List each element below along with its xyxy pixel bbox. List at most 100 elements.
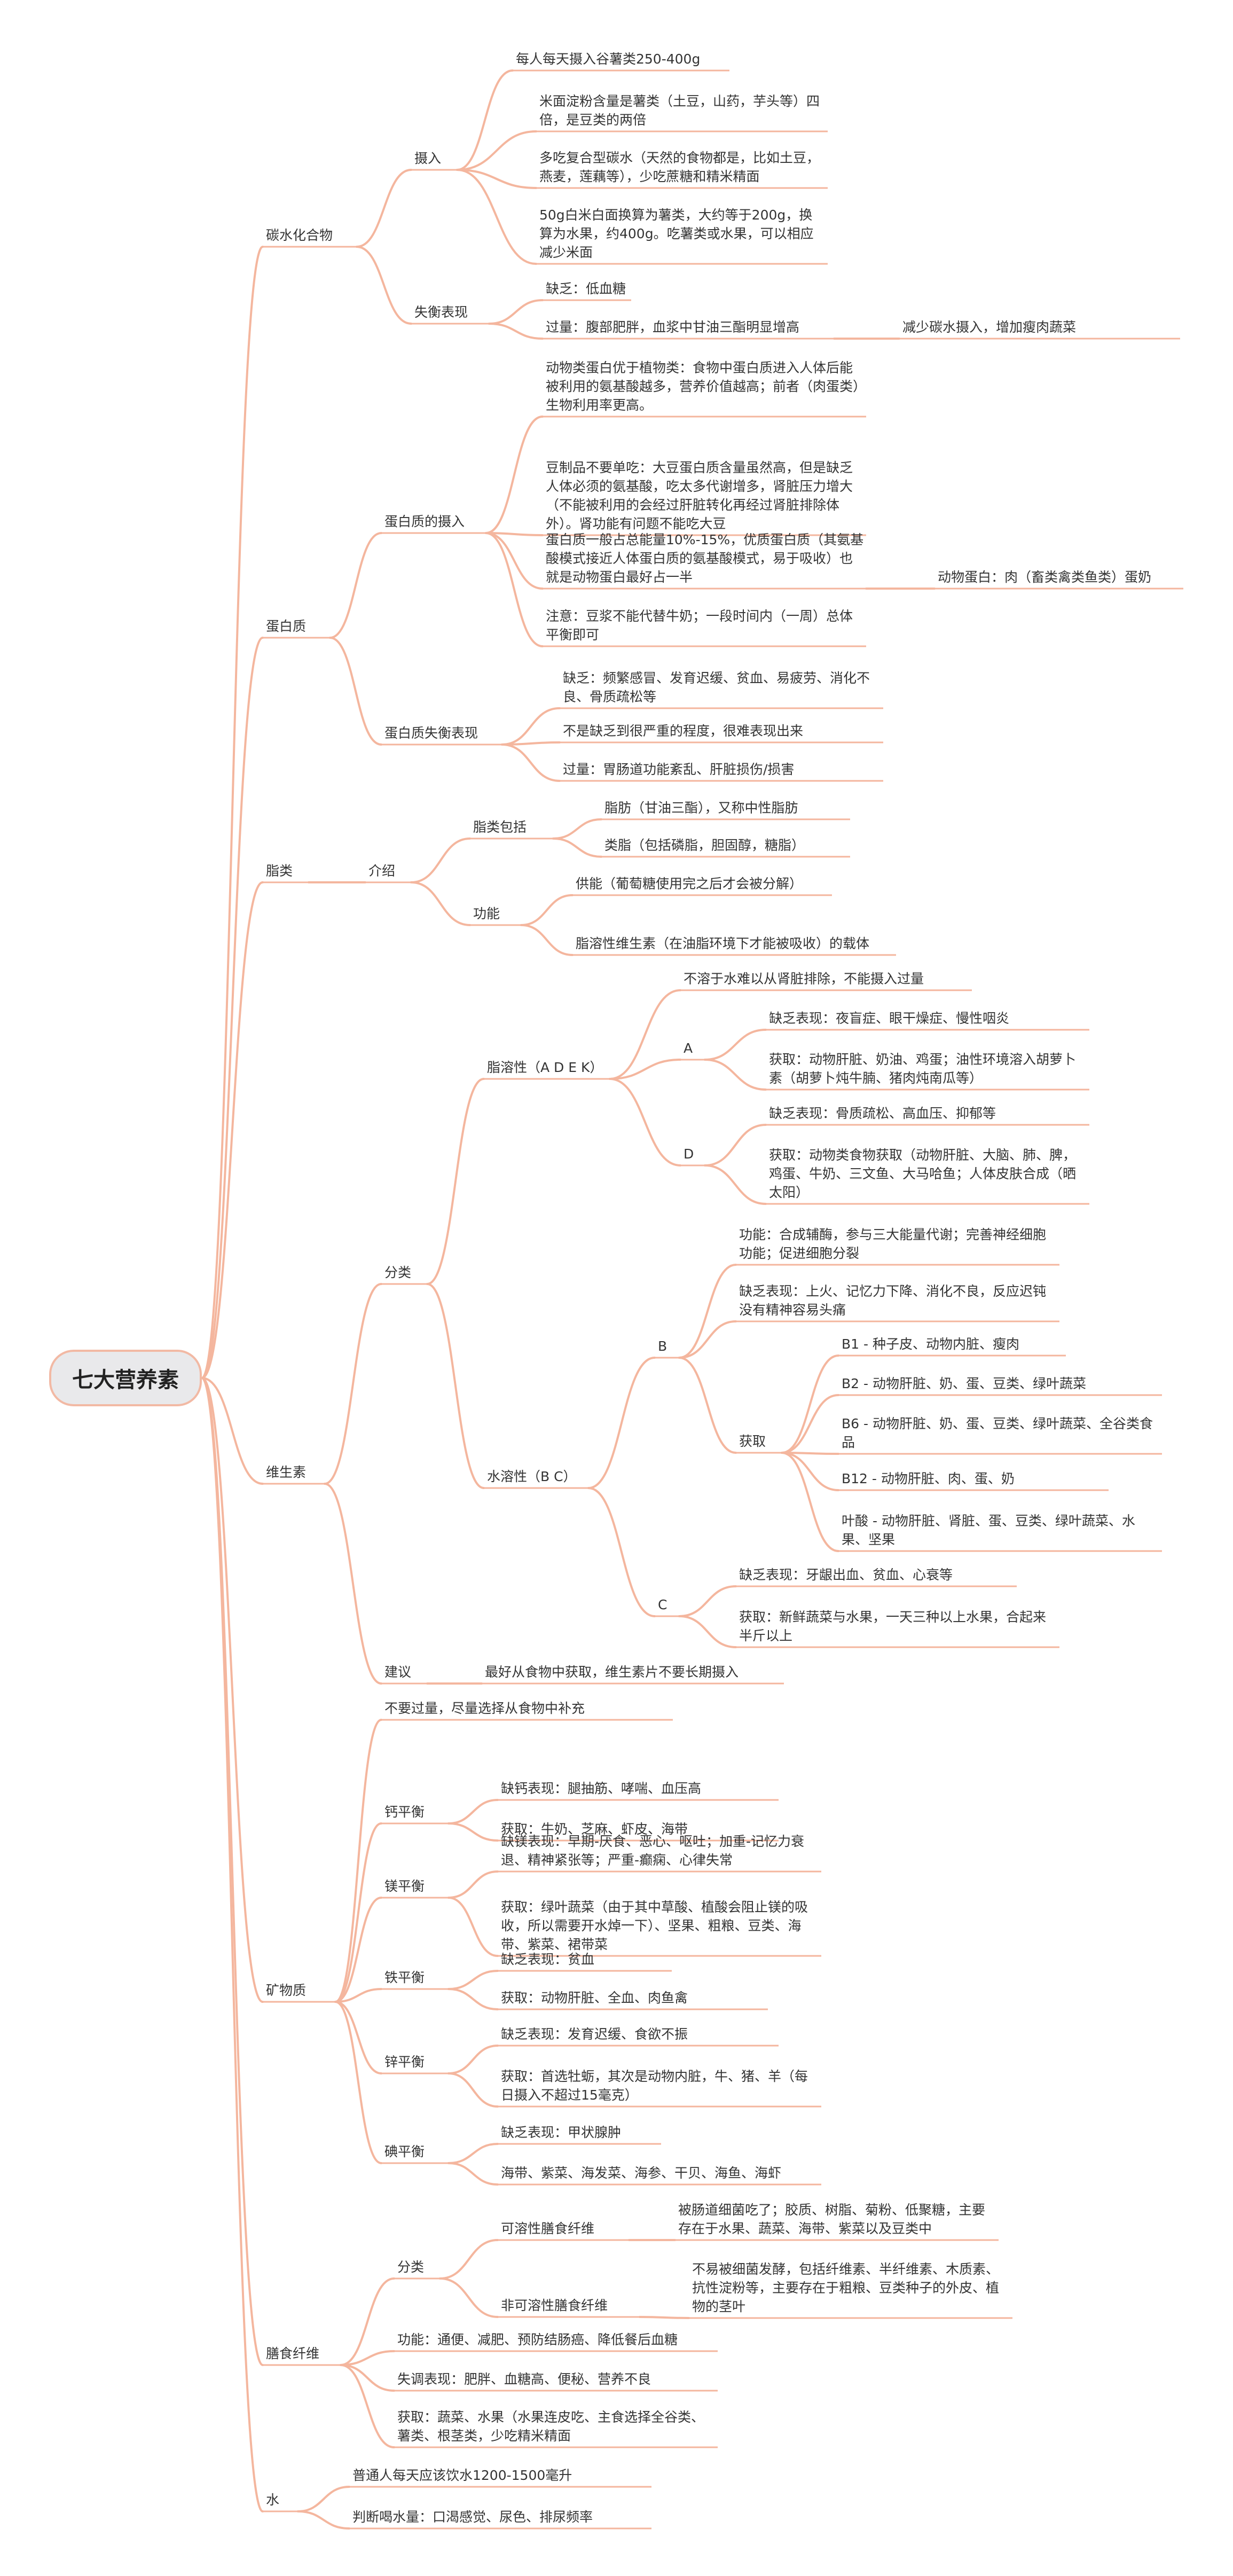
topic-v1bB3c[interactable]: B6 - 动物肝脏、奶、蛋、豆类、绿叶蔬菜、全谷类食品 (842, 1416, 1153, 1450)
topic-v1[interactable]: 分类 (384, 1265, 412, 1280)
topic-v1a0[interactable]: 不溶于水难以从肾脏排除，不能摄入过量 (684, 971, 924, 986)
topic-p2a[interactable]: 缺乏：频繁感冒、发育迟缓、贫血、易疲劳、消化不良、骨质疏松等 (563, 670, 870, 704)
topic-d4[interactable]: 获取：蔬菜、水果（水果连皮吃、主食选择全谷类、薯类、根茎类，少吃精米精面 (397, 2409, 705, 2444)
connector-f1a1 (552, 818, 602, 840)
topic-p1a[interactable]: 动物类蛋白优于植物类：食物中蛋白质进入人体后能被利用的氨基酸越多，营养价值越高；… (546, 360, 860, 413)
topic-m2[interactable]: 镁平衡 (384, 1878, 425, 1894)
topic-p2[interactable]: 蛋白质失衡表现 (384, 725, 478, 741)
topic-v1aA[interactable]: A (684, 1040, 693, 1056)
topic-w1[interactable]: 普通人每天应该饮水1200-1500毫升 (352, 2468, 572, 2483)
topic-f1b1[interactable]: 供能（葡萄糖使用完之后才会被分解） (576, 876, 803, 891)
topic-v1aD[interactable]: D (684, 1146, 694, 1162)
connector-c1 (356, 169, 412, 248)
connector-v1bB3b (781, 1394, 839, 1454)
topic-v1aA2[interactable]: 获取：动物肝脏、奶油、鸡蛋；油性环境溶入胡萝卜素（胡萝卜炖牛腩、猪肉炖南瓜等） (769, 1052, 1077, 1086)
topic-v2a[interactable]: 最好从食物中获取，维生素片不要长期摄入 (485, 1664, 739, 1680)
topic-d2[interactable]: 功能：通便、减肥、预防结肠癌、降低餐后血糖 (397, 2332, 678, 2347)
topic-v1bC2[interactable]: 获取：新鲜蔬菜与水果，一天三种以上水果，合起来半斤以上 (739, 1609, 1047, 1643)
topic-v1bB3d[interactable]: B12 - 动物肝脏、肉、蛋、奶 (842, 1471, 1015, 1486)
topic-m5b[interactable]: 海带、紫菜、海发菜、海参、干贝、海鱼、海虾 (501, 2165, 782, 2181)
connector-p2c (501, 743, 561, 782)
topic-f[interactable]: 脂类 (266, 863, 293, 879)
connector-v1bB (587, 1357, 656, 1489)
connector-d4 (340, 2364, 395, 2448)
topic-p1b[interactable]: 豆制品不要单吃：大豆蛋白质含量虽然高，但是缺乏人体必须的氨基酸，吃太多代谢增多，… (546, 460, 853, 531)
topic-c1[interactable]: 摄入 (414, 151, 442, 166)
topic-c2b1[interactable]: 减少碳水摄入，增加瘦肉蔬菜 (902, 319, 1077, 335)
topic-w[interactable]: 水 (266, 2492, 280, 2508)
topic-v1aA1[interactable]: 缺乏表现：夜盲症、眼干燥症、慢性咽炎 (769, 1011, 1010, 1026)
topic-v1aD1[interactable]: 缺乏表现：骨质疏松、高血压、抑郁等 (769, 1106, 996, 1121)
topic-m2b[interactable]: 获取：绿叶蔬菜（由于其中草酸、植酸会阻止镁的吸收，所以需要开水焯一下）、坚果、粗… (501, 1899, 808, 1952)
topic-v1bB3[interactable]: 获取 (739, 1434, 766, 1449)
topic-v[interactable]: 维生素 (266, 1465, 307, 1480)
connector-f1b (410, 881, 471, 926)
root-topic-node[interactable]: 七大营养素 (49, 1350, 202, 1406)
topic-p2b[interactable]: 不是缺乏到很严重的程度，很难表现出来 (563, 723, 804, 739)
topic-m4a[interactable]: 缺乏表现：发育迟缓、食欲不振 (501, 2026, 688, 2042)
topic-m3[interactable]: 铁平衡 (384, 1970, 425, 1985)
topic-d1a[interactable]: 可溶性膳食纤维 (501, 2221, 595, 2236)
topic-m5[interactable]: 碘平衡 (384, 2144, 425, 2159)
topic-d3[interactable]: 失调表现：肥胖、血糖高、便秘、营养不良 (397, 2371, 651, 2387)
topic-f1b2[interactable]: 脂溶性维生素（在油脂环境下才能被吸收）的载体 (576, 936, 870, 951)
topic-f1b[interactable]: 功能 (473, 906, 500, 921)
topic-f1a[interactable]: 脂类包括 (473, 819, 527, 835)
topic-p1c[interactable]: 蛋白质一般占总能量10%-15%，优质蛋白质（其氨基酸模式接近人体蛋白质的氨基酸… (546, 532, 864, 585)
topic-c[interactable]: 碳水化合物 (266, 228, 333, 243)
topic-c1a[interactable]: 每人每天摄入谷薯类250-400g (516, 51, 701, 67)
topic-v1b[interactable]: 水溶性（B C） (487, 1469, 577, 1484)
topic-c1b[interactable]: 米面淀粉含量是薯类（土豆，山药，芋头等）四倍，是豆类的两倍 (539, 93, 820, 128)
connector-m0 (334, 1719, 382, 2003)
topic-v1a[interactable]: 脂溶性（A D E K） (487, 1060, 603, 1075)
topic-c2a[interactable]: 缺乏：低血糖 (546, 281, 626, 296)
topic-d1[interactable]: 分类 (397, 2259, 425, 2275)
topic-m0[interactable]: 不要过量，尽量选择从食物中补充 (384, 1701, 585, 1716)
topic-m4b[interactable]: 获取：首选牡蛎，其次是动物内脏，牛、猪、羊（每日摄入不超过15毫克） (501, 2069, 808, 2103)
connector-m1b (447, 1822, 499, 1842)
connector-c1c (456, 169, 537, 189)
topic-p1c1[interactable]: 动物蛋白：肉（畜类禽类鱼类）蛋奶 (938, 569, 1152, 585)
topic-v2[interactable]: 建议 (384, 1664, 412, 1680)
topic-f1[interactable]: 介绍 (368, 863, 396, 879)
topic-f1a2[interactable]: 类脂（包括磷脂，胆固醇，糖脂） (604, 837, 805, 853)
topic-v1bC1[interactable]: 缺乏表现：牙龈出血、贫血、心衰等 (739, 1567, 953, 1583)
topic-v1bB3e[interactable]: 叶酸 - 动物肝脏、肾脏、蛋、豆类、绿叶蔬菜、水果、坚果 (842, 1513, 1135, 1547)
topic-f1a1[interactable]: 脂肪（甘油三酯），又称中性脂肪 (604, 800, 798, 816)
topic-v1bB3a[interactable]: B1 - 种子皮、动物内脏、瘦肉 (842, 1336, 1019, 1352)
connector-v1bB3 (678, 1357, 737, 1454)
topic-v1bB2[interactable]: 缺乏表现：上火、记忆力下降、消化不良，反应迟钝没有精神容易头痛 (739, 1283, 1047, 1318)
topic-c2[interactable]: 失衡表现 (414, 304, 468, 320)
topic-v1bC[interactable]: C (658, 1597, 667, 1612)
topic-v1aD2[interactable]: 获取：动物类食物获取（动物肝脏、大脑、肺、脾，鸡蛋、牛奶、三文鱼、大马哈鱼；人体… (769, 1147, 1077, 1200)
topic-m[interactable]: 矿物质 (266, 1983, 307, 1998)
topic-p2c[interactable]: 过量：胃肠道功能紊乱、肝脏损伤/损害 (563, 762, 795, 777)
topic-m5a[interactable]: 缺乏表现：甲状腺肿 (501, 2125, 622, 2140)
topic-p1d[interactable]: 注意：豆浆不能代替牛奶；一段时间内（一周）总体平衡即可 (546, 608, 853, 643)
topic-d1a1[interactable]: 被肠道细菌吃了；胶质、树脂、菊粉、低聚糖，主要存在于水果、蔬菜、海带、紫菜以及豆… (678, 2202, 986, 2236)
topic-d1b[interactable]: 非可溶性膳食纤维 (501, 2298, 608, 2313)
topic-m1[interactable]: 钙平衡 (384, 1804, 425, 1820)
topic-m1a[interactable]: 缺钙表现：腿抽筋、哮喘、血压高 (501, 1781, 702, 1796)
connector-v2 (324, 1483, 382, 1685)
topic-p[interactable]: 蛋白质 (266, 618, 307, 634)
topic-c2b[interactable]: 过量：腹部肥胖，血浆中甘油三酯明显增高 (546, 319, 800, 335)
connector-w (201, 1377, 264, 2512)
topic-d1b1[interactable]: 不易被细菌发酵，包括纤维素、半纤维素、木质素、抗性淀粉等，主要存在于粗粮、豆类种… (692, 2261, 1000, 2314)
topic-v1bB3b[interactable]: B2 - 动物肝脏、奶、蛋、豆类、绿叶蔬菜 (842, 1376, 1086, 1391)
connector-v1bB1 (678, 1264, 737, 1359)
topic-m1b[interactable]: 获取：牛奶、芝麻、虾皮、海带 (501, 1821, 688, 1837)
topic-c1c[interactable]: 多吃复合型碳水（天然的食物都是，比如土豆，燕麦，莲藕等），少吃蔗糖和精米精面 (539, 150, 820, 184)
topic-m4[interactable]: 锌平衡 (384, 2054, 425, 2070)
topic-v1bB1[interactable]: 功能：合成辅酶，参与三大能量代谢；完善神经细胞功能；促进细胞分裂 (739, 1227, 1047, 1261)
topic-m3b[interactable]: 获取：动物肝脏、全血、肉鱼禽 (501, 1990, 688, 2006)
topic-p1[interactable]: 蛋白质的摄入 (384, 514, 465, 529)
connector-d1b1 (639, 2316, 690, 2319)
topic-w2[interactable]: 判断喝水量：口渴感觉、尿色、排尿频率 (352, 2509, 593, 2525)
topic-v1bB[interactable]: B (658, 1338, 667, 1354)
topic-m2a[interactable]: 缺镁表现：早期-厌食、恶心、呕吐；加重-记忆力衰退、精神紧张等；严重-癫痫、心律… (501, 1834, 805, 1868)
topic-c1d[interactable]: 50g白米白面换算为薯类，大约等于200g，换算为水果，约400g。吃薯类或水果… (539, 207, 814, 260)
topic-m3a[interactable]: 缺乏表现：贫血 (501, 1952, 595, 1967)
topic-d[interactable]: 膳食纤维 (266, 2346, 320, 2361)
